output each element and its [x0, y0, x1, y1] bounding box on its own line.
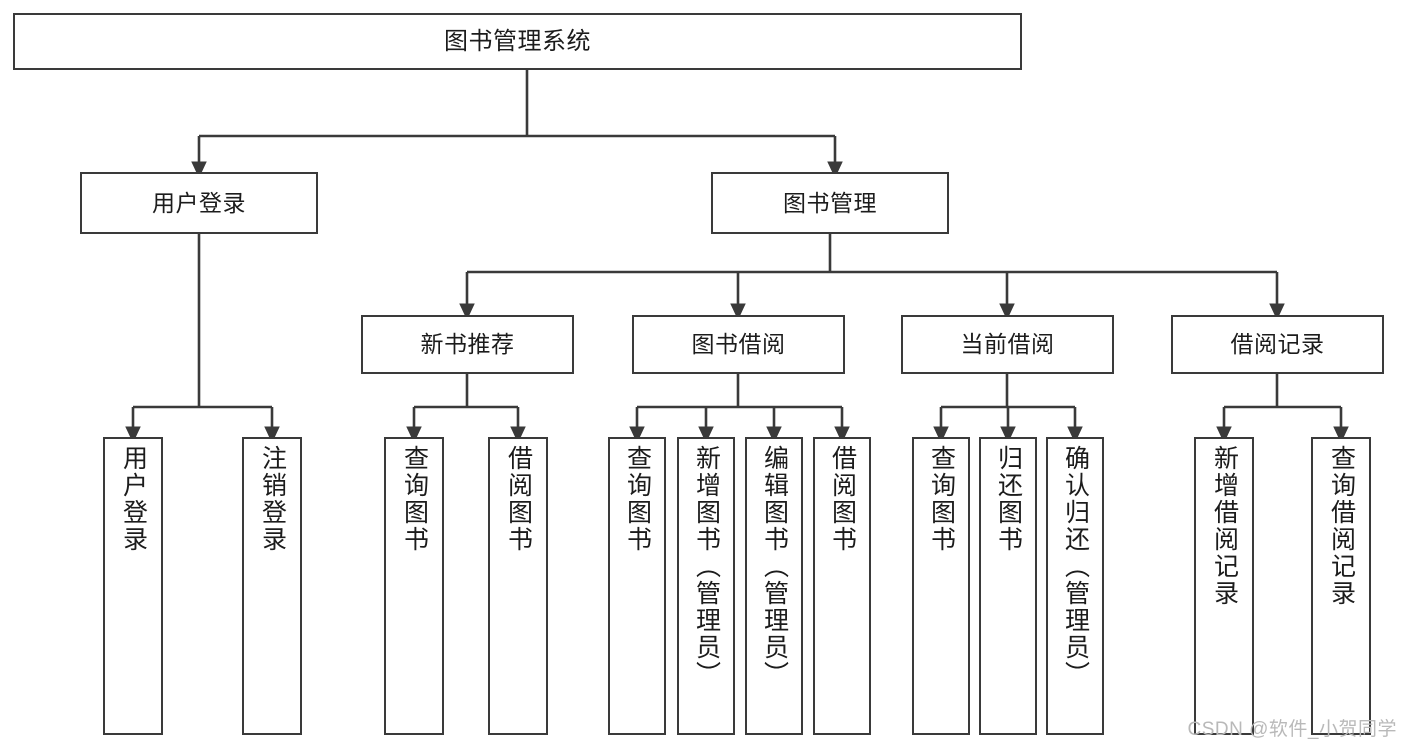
node-new-book-recommend[interactable]: 新书推荐: [361, 315, 574, 374]
node-label: 图书借阅: [691, 331, 786, 358]
node-label: 借阅图书: [828, 445, 857, 553]
node-leaf-add-book[interactable]: 新增图书（管理员）: [677, 437, 735, 735]
node-label: 查询借阅记录: [1327, 445, 1356, 607]
node-leaf-query-book-1[interactable]: 查询图书: [384, 437, 444, 735]
node-label: 借阅记录: [1230, 331, 1325, 358]
node-leaf-borrow-book-1[interactable]: 借阅图书: [488, 437, 548, 735]
node-label: 新增借阅记录: [1210, 445, 1239, 607]
node-label: 图书管理: [783, 189, 877, 216]
node-leaf-add-record[interactable]: 新增借阅记录: [1194, 437, 1254, 735]
node-leaf-confirm-return[interactable]: 确认归还（管理员）: [1046, 437, 1104, 735]
node-leaf-borrow-book-2[interactable]: 借阅图书: [813, 437, 871, 735]
node-label: 查询图书: [927, 445, 956, 553]
node-label: 编辑图书（管理员）: [760, 445, 789, 688]
node-book-manage[interactable]: 图书管理: [711, 172, 949, 234]
node-user-login[interactable]: 用户登录: [80, 172, 318, 234]
node-label: 新增图书（管理员）: [692, 445, 721, 688]
node-label: 查询图书: [623, 445, 652, 553]
node-label: 借阅图书: [504, 445, 533, 553]
node-leaf-logout[interactable]: 注销登录: [242, 437, 302, 735]
node-label: 归还图书: [994, 445, 1023, 553]
node-label: 用户登录: [119, 445, 148, 553]
node-book-borrow[interactable]: 图书借阅: [632, 315, 845, 374]
node-leaf-user-login[interactable]: 用户登录: [103, 437, 163, 735]
node-leaf-query-record[interactable]: 查询借阅记录: [1311, 437, 1371, 735]
node-label: 确认归还（管理员）: [1061, 445, 1090, 688]
node-label: 新书推荐: [420, 331, 515, 358]
node-leaf-edit-book[interactable]: 编辑图书（管理员）: [745, 437, 803, 735]
node-current-borrow[interactable]: 当前借阅: [901, 315, 1114, 374]
node-leaf-return-book[interactable]: 归还图书: [979, 437, 1037, 735]
node-label: 注销登录: [258, 445, 287, 553]
node-label: 查询图书: [400, 445, 429, 553]
node-leaf-query-book-2[interactable]: 查询图书: [608, 437, 666, 735]
node-label: 图书管理系统: [444, 27, 591, 55]
csdn-watermark: CSDN @软件_小贺同学: [1187, 719, 1397, 740]
node-leaf-query-book-3[interactable]: 查询图书: [912, 437, 970, 735]
node-label: 当前借阅: [960, 331, 1055, 358]
node-label: 用户登录: [152, 189, 246, 216]
node-borrow-record[interactable]: 借阅记录: [1171, 315, 1384, 374]
node-root-library-system[interactable]: 图书管理系统: [13, 13, 1022, 70]
